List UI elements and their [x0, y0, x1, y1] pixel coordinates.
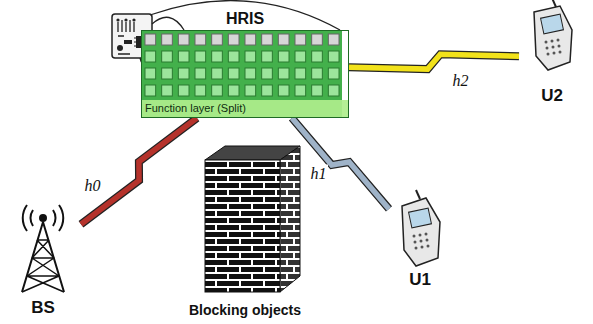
reflecting-element: [228, 68, 239, 79]
channel-label: h0: [83, 176, 103, 193]
phone-icon: [402, 190, 440, 266]
caption-label: Blocking objects: [189, 302, 301, 318]
reflecting-element: [278, 68, 289, 79]
reflecting-element: [228, 85, 239, 96]
phone-icon: [534, 0, 572, 70]
reflecting-element: [262, 51, 273, 62]
reflecting-element: [328, 68, 339, 79]
node-name: U2: [519, 86, 585, 106]
reflecting-element: [295, 51, 306, 62]
link-bolt: [81, 118, 197, 224]
reflecting-element: [145, 68, 156, 79]
reflecting-element: [295, 68, 306, 79]
base-station-icon: [22, 205, 64, 292]
reflecting-element: [328, 85, 339, 96]
panel-title: HRIS: [142, 10, 348, 28]
node-name: BS: [5, 298, 81, 318]
reflecting-element: [195, 68, 206, 79]
reflecting-element: [228, 34, 239, 45]
reflecting-element: [295, 34, 306, 45]
reflecting-element: [162, 51, 173, 62]
reflecting-element: [162, 34, 173, 45]
wireless-link: [81, 118, 197, 224]
reflecting-element: [145, 85, 156, 96]
user-node: U1: [389, 186, 451, 290]
reflecting-element: [145, 34, 156, 45]
reflecting-element: [278, 85, 289, 96]
reflecting-element: [328, 34, 339, 45]
reflecting-element: [212, 34, 223, 45]
reflecting-element: [328, 51, 339, 62]
reflecting-element: [195, 85, 206, 96]
wireless-link: [349, 54, 519, 69]
function-layer: Function layer (Split): [142, 100, 348, 117]
reflecting-element: [162, 68, 173, 79]
channel-label: h1: [308, 165, 328, 182]
reflecting-element: [312, 34, 323, 45]
reflecting-element: [178, 68, 189, 79]
reflecting-element: [245, 34, 256, 45]
link-outline: [81, 118, 197, 224]
reflecting-element: [145, 51, 156, 62]
reflecting-element: [278, 34, 289, 45]
link-bolt: [349, 54, 519, 69]
reflecting-element: [212, 51, 223, 62]
reflecting-element: [178, 34, 189, 45]
reflecting-element: [212, 85, 223, 96]
reflecting-element: [245, 85, 256, 96]
user-node: U2: [519, 2, 585, 106]
reflecting-element: [245, 51, 256, 62]
reflecting-element: [312, 85, 323, 96]
link-outline: [349, 54, 519, 69]
link-outline: [292, 118, 389, 209]
wireless-link: [292, 118, 389, 209]
base-station-node: BS: [5, 200, 81, 318]
reflecting-element: [178, 85, 189, 96]
reflecting-element: [312, 68, 323, 79]
reflecting-element: [262, 85, 273, 96]
node-name: U1: [389, 270, 451, 290]
hris-panel: HRISFunction layer (Split): [141, 30, 349, 118]
reflecting-element: [262, 68, 273, 79]
reflecting-element: [195, 34, 206, 45]
reflecting-element: [278, 51, 289, 62]
reflecting-element: [245, 68, 256, 79]
reflecting-element: [262, 34, 273, 45]
reflecting-element: [228, 51, 239, 62]
reflecting-element: [312, 51, 323, 62]
reflecting-element: [195, 51, 206, 62]
channel-label: h2: [450, 72, 470, 89]
brick-wall: [205, 146, 300, 292]
reflecting-element: [212, 68, 223, 79]
reflecting-element: [162, 85, 173, 96]
reflecting-element: [178, 51, 189, 62]
link-bolt: [292, 118, 389, 209]
reflecting-element: [295, 85, 306, 96]
